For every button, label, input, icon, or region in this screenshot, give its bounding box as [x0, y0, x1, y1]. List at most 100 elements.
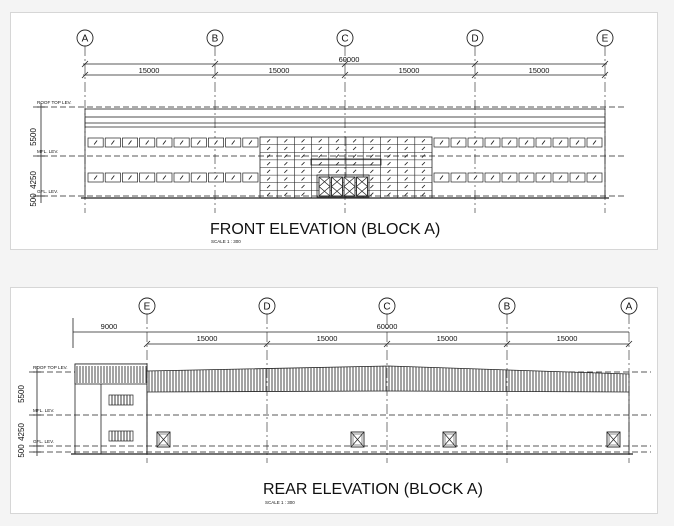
grid-label-e: E	[602, 34, 609, 45]
window-mark	[145, 175, 150, 180]
window-mark	[473, 175, 478, 180]
dimension-tick	[341, 71, 349, 79]
window-mark	[541, 175, 546, 180]
rear-level-roof-top: ROOF TOP LEV.	[33, 365, 68, 370]
glazing-mark	[284, 161, 288, 166]
glazing-mark	[421, 146, 426, 151]
glazing-mark	[318, 146, 322, 151]
rear-grid-label-c: C	[383, 302, 390, 313]
window-mark	[524, 140, 529, 145]
glazing-mark	[266, 139, 271, 143]
rear-door-frame	[444, 433, 455, 446]
level-gfl: GFL. LEV.	[37, 189, 58, 194]
rear-vertical-dim-500: 500	[17, 444, 26, 458]
glazing-mark	[387, 192, 391, 196]
glazing-mark	[266, 169, 271, 174]
window-mark	[110, 175, 115, 180]
window-mark	[507, 140, 512, 145]
glazing-mark	[266, 184, 271, 189]
rear-door-frame	[158, 433, 169, 446]
glazing-mark	[284, 146, 288, 151]
glazing-mark	[404, 169, 408, 174]
entrance-door	[318, 176, 331, 197]
window-mark	[196, 175, 201, 180]
glazing-mark	[335, 139, 340, 143]
entrance-door	[356, 176, 368, 197]
rear-grid-label-e: E	[144, 302, 151, 313]
dimension-tick	[601, 71, 609, 79]
glazing-mark	[387, 154, 391, 158]
glazing-mark	[352, 169, 357, 174]
glazing-mark	[421, 192, 426, 196]
glazing-mark	[370, 177, 374, 181]
rear-door-frame	[608, 433, 619, 446]
rear-vertical-dim-4250: 4250	[17, 423, 26, 441]
glazing-mark	[387, 161, 391, 166]
entrance-door	[343, 176, 356, 197]
window-mark	[93, 175, 98, 180]
glazing-mark	[370, 192, 374, 196]
dimension-tick	[81, 71, 89, 79]
glazing-mark	[421, 177, 426, 181]
glazing-mark	[335, 146, 340, 151]
rear-dimension-tick	[143, 340, 151, 348]
window-mark	[439, 140, 444, 145]
glazing-mark	[404, 184, 408, 189]
glazing-mark	[284, 192, 288, 196]
glazing-mark	[370, 146, 374, 151]
vertical-dim-500: 500	[29, 193, 38, 207]
glazing-mark	[370, 139, 374, 143]
bay-dimension-1: 15000	[139, 66, 160, 75]
window-mark	[490, 140, 495, 145]
window-mark	[456, 140, 461, 145]
front-elevation-title: FRONT ELEVATION (BLOCK A)	[210, 221, 440, 238]
glazing-mark	[352, 154, 357, 158]
overall-dimension: 60000	[339, 55, 360, 64]
glazing-mark	[404, 161, 408, 166]
glazing-mark	[318, 161, 322, 166]
rear-grid-label-a: A	[626, 302, 633, 313]
window-mark	[456, 175, 461, 180]
rear-level-mfl: MFL. LEV.	[33, 408, 54, 413]
window-mark	[558, 140, 563, 145]
glazing-mark	[370, 161, 374, 166]
dimension-tick	[471, 71, 479, 79]
window-mark	[575, 175, 580, 180]
glazing-mark	[266, 146, 271, 151]
window-mark	[592, 175, 597, 180]
window-mark	[541, 140, 546, 145]
window-mark	[214, 175, 218, 180]
glazing-mark	[352, 146, 357, 151]
glazing-mark	[352, 161, 357, 166]
glazing-mark	[266, 161, 271, 166]
grid-label-a: A	[82, 34, 89, 45]
glazing-mark	[318, 169, 322, 174]
rear-elevation-title: REAR ELEVATION (BLOCK A)	[263, 481, 483, 498]
glazing-mark	[301, 169, 305, 174]
front-scale-label: SCALE 1 : 300	[211, 239, 241, 244]
glazing-mark	[284, 169, 288, 174]
rear-bay-dimension-1: 15000	[197, 334, 218, 343]
window-mark	[507, 175, 512, 180]
glazing-mark	[301, 161, 305, 166]
rear-vertical-dim-5500: 5500	[17, 385, 26, 403]
glazing-mark	[404, 177, 408, 181]
glazing-mark	[387, 184, 391, 189]
window-mark	[231, 140, 236, 145]
dimension-tick	[471, 60, 479, 68]
glazing-mark	[404, 139, 408, 143]
grid-label-d: D	[471, 34, 478, 45]
glazing-mark	[421, 139, 426, 143]
bay-dimension-3: 15000	[399, 66, 420, 75]
window-mark	[558, 175, 563, 180]
rear-dimension-tick	[383, 340, 391, 348]
glazing-mark	[421, 154, 426, 158]
grid-label-b: B	[212, 34, 219, 45]
glazing-mark	[387, 169, 391, 174]
glazing-mark	[421, 161, 426, 166]
glazing-mark	[318, 154, 322, 158]
entrance-door	[331, 176, 343, 197]
window-mark	[162, 175, 167, 180]
window-mark	[179, 175, 184, 180]
